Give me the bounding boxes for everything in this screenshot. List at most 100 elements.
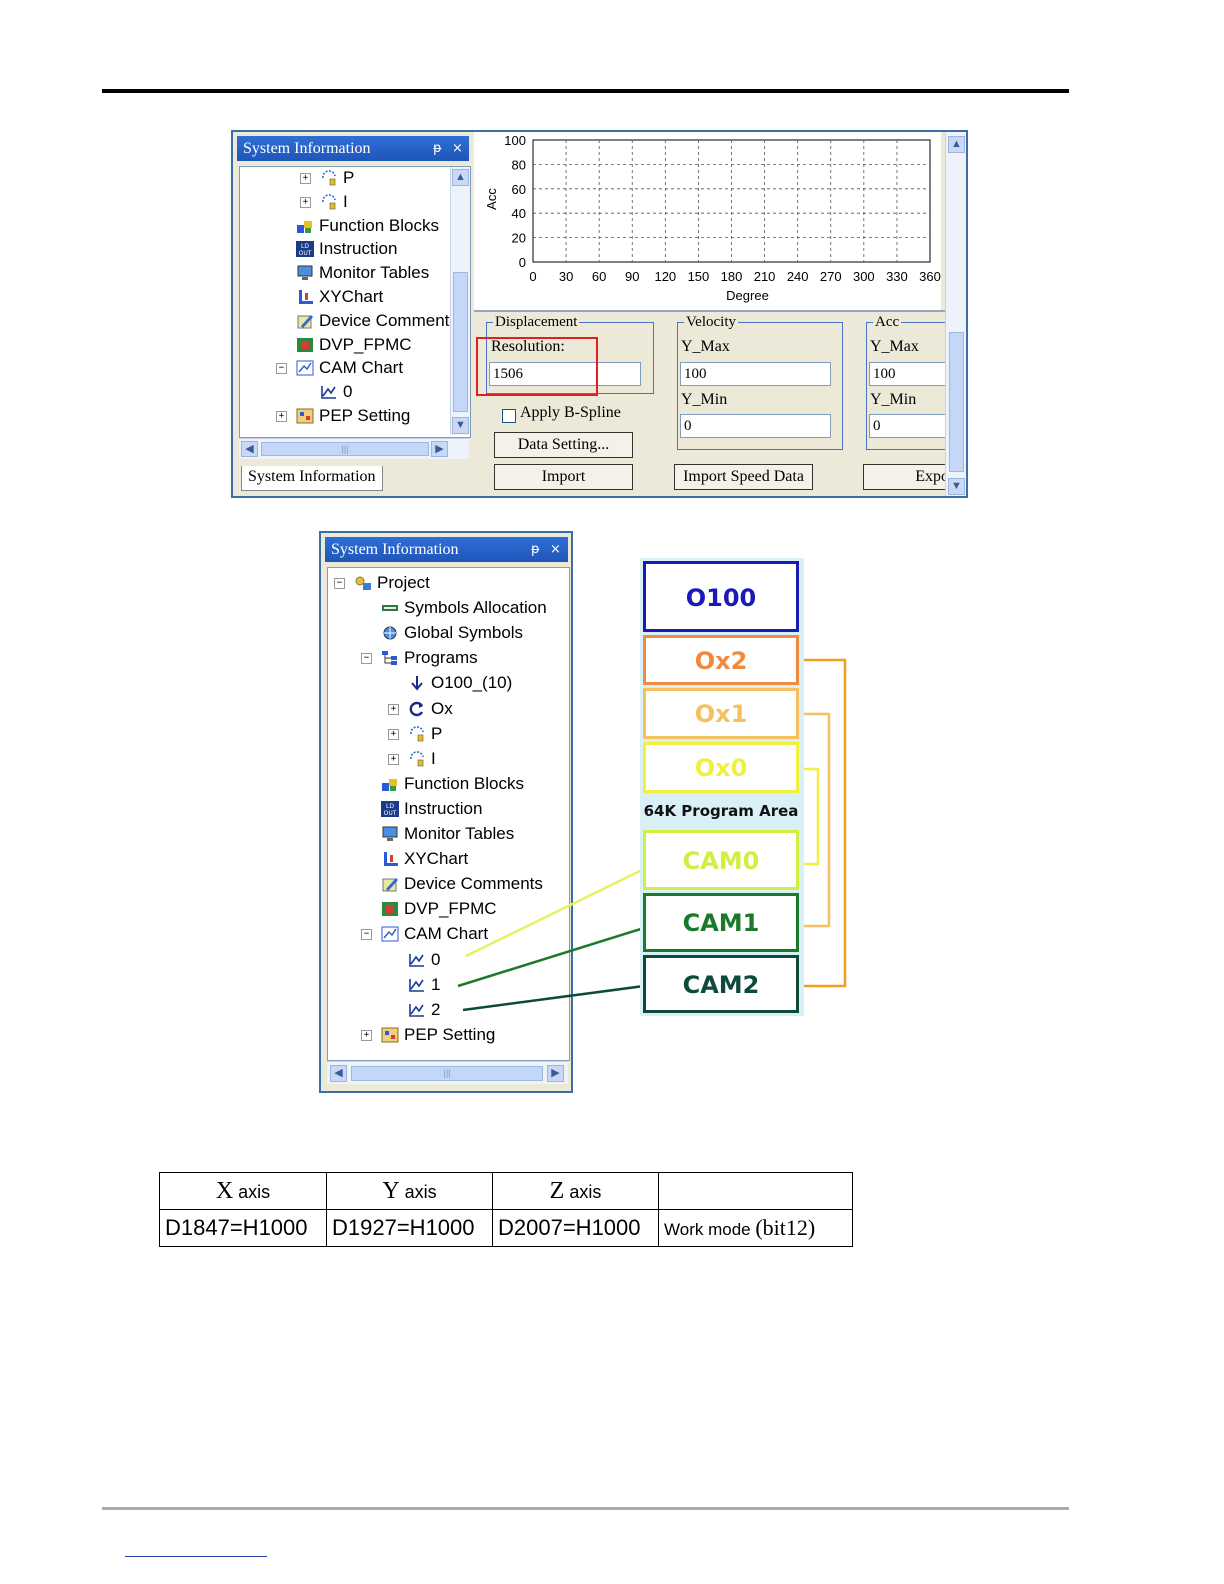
resolution-input[interactable]: 1506 bbox=[489, 362, 641, 386]
editor-scroll-thumb[interactable] bbox=[949, 332, 964, 472]
tree-item[interactable]: Project bbox=[354, 572, 430, 594]
scroll-left-icon[interactable]: ◀ bbox=[241, 441, 258, 457]
function-blocks-icon bbox=[296, 218, 314, 234]
velocity-ymin-input[interactable]: 0 bbox=[680, 414, 831, 438]
close-icon[interactable]: × bbox=[452, 141, 463, 156]
connector-cam1 bbox=[457, 926, 645, 988]
scroll-up-icon[interactable]: ▲ bbox=[452, 169, 469, 186]
tree-item-label: Instruction bbox=[319, 239, 398, 259]
apply-bspline-label: Apply B-Spline bbox=[520, 404, 621, 421]
velocity-ymax-input[interactable]: 100 bbox=[680, 362, 831, 386]
tree-item[interactable]: PEP Setting bbox=[381, 1024, 495, 1046]
scroll-down-icon[interactable]: ▼ bbox=[452, 417, 469, 434]
scroll-thumb[interactable] bbox=[453, 272, 468, 412]
acc-ymin-input[interactable]: 0 bbox=[869, 414, 949, 438]
x-tick-label: 60 bbox=[592, 269, 606, 284]
panel-title: System Information bbox=[331, 541, 459, 558]
tree-item[interactable]: 1 bbox=[408, 974, 440, 996]
tree-item[interactable]: 0 bbox=[320, 381, 352, 403]
expand-toggle[interactable]: + bbox=[388, 728, 399, 740]
cam-settings-pane: Displacement Resolution: 1506 Apply B-Sp… bbox=[474, 310, 958, 496]
tree-item[interactable]: I bbox=[408, 748, 436, 770]
tree-item[interactable]: Ox bbox=[408, 698, 453, 720]
tree-item[interactable]: Function Blocks bbox=[381, 773, 524, 795]
tree-item[interactable]: 0 bbox=[408, 949, 440, 971]
tree-item[interactable]: Monitor Tables bbox=[381, 823, 514, 845]
expand-toggle[interactable]: + bbox=[361, 1029, 372, 1041]
cam-chart-icon bbox=[296, 360, 314, 376]
z-axis-register: D2007=H1000 bbox=[492, 1209, 659, 1247]
pin-icon[interactable]: ᵽ bbox=[531, 542, 540, 557]
expand-toggle[interactable]: + bbox=[388, 753, 399, 765]
apply-bspline-checkbox[interactable] bbox=[502, 409, 516, 423]
tree-item[interactable]: P bbox=[408, 723, 442, 745]
editor-scroll-up-icon[interactable]: ▲ bbox=[948, 136, 965, 153]
tree-item[interactable]: Device Comments bbox=[381, 873, 543, 895]
expand-toggle[interactable]: − bbox=[361, 653, 372, 665]
expand-toggle[interactable]: + bbox=[300, 196, 311, 208]
symbols-allocation-icon bbox=[381, 600, 399, 616]
close-icon[interactable]: × bbox=[550, 542, 561, 557]
table-row: D1847=H1000 D1927=H1000 D2007=H1000 Work… bbox=[159, 1209, 853, 1247]
h-scroll-thumb[interactable]: ||| bbox=[261, 442, 429, 456]
tree-item[interactable]: CAM Chart bbox=[296, 357, 403, 379]
scroll-right-icon[interactable]: ▶ bbox=[431, 441, 448, 457]
tree-item[interactable]: Symbols Allocation bbox=[381, 597, 547, 619]
tree-horizontal-scrollbar[interactable]: ◀ ||| ▶ bbox=[239, 438, 469, 459]
tree-item[interactable]: DVP_FPMC bbox=[296, 334, 412, 356]
y-tick-label: 0 bbox=[519, 255, 526, 270]
tree-item[interactable]: Programs bbox=[381, 647, 478, 669]
tree-item[interactable]: Device Comment bbox=[296, 310, 449, 332]
scroll-right-icon[interactable]: ▶ bbox=[547, 1065, 564, 1082]
tree-item[interactable]: DVP_FPMC bbox=[381, 898, 497, 920]
monitor-tables-icon bbox=[296, 265, 314, 281]
tree-item[interactable]: O100_(10) bbox=[408, 672, 512, 694]
tree-item-label: I bbox=[431, 748, 436, 768]
project-icon bbox=[354, 575, 372, 591]
scroll-left-icon[interactable]: ◀ bbox=[330, 1065, 347, 1082]
import-speed-data-button[interactable]: Import Speed Data bbox=[674, 464, 813, 490]
tree-item[interactable]: Function Blocks bbox=[296, 215, 439, 237]
expand-toggle[interactable]: + bbox=[300, 173, 311, 184]
editor-vertical-scrollbar[interactable]: ▲ ▼ bbox=[945, 132, 966, 496]
h-scroll-thumb[interactable]: ||| bbox=[351, 1066, 543, 1081]
svg-text:LD: LD bbox=[386, 803, 394, 810]
expand-toggle[interactable]: − bbox=[334, 578, 345, 589]
x-tick-label: 120 bbox=[654, 269, 676, 284]
pin-icon[interactable]: ᵽ bbox=[433, 141, 442, 156]
tree-vertical-scrollbar[interactable]: ▲ ▼ bbox=[450, 167, 470, 435]
tree-item[interactable]: I bbox=[320, 191, 348, 213]
tab-system-information[interactable]: System Information bbox=[241, 466, 383, 491]
tree-item-label: 0 bbox=[343, 382, 353, 402]
tree-item[interactable]: XYChart bbox=[381, 848, 468, 870]
p-call-icon bbox=[408, 725, 426, 742]
expand-toggle[interactable]: − bbox=[361, 929, 372, 941]
tree-item[interactable]: PEP Setting bbox=[296, 405, 410, 427]
tree-item[interactable]: P bbox=[320, 167, 354, 189]
footer-link-underline[interactable] bbox=[125, 1556, 267, 1557]
tree-item[interactable]: Monitor Tables bbox=[296, 262, 429, 284]
tree-item-label: PEP Setting bbox=[404, 1024, 496, 1044]
tree-horizontal-scrollbar[interactable]: ◀ ||| ▶ bbox=[327, 1061, 568, 1084]
data-setting-button[interactable]: Data Setting... bbox=[494, 432, 633, 458]
cam-chart-icon bbox=[381, 926, 399, 942]
expand-toggle[interactable]: − bbox=[276, 363, 287, 375]
tree-item[interactable]: Global Symbols bbox=[381, 622, 523, 644]
bracket-ox1-cam1 bbox=[802, 712, 831, 928]
tree-item[interactable]: 2 bbox=[408, 999, 440, 1021]
tree-item-label: PEP Setting bbox=[319, 406, 411, 425]
tree-item[interactable]: CAM Chart bbox=[381, 923, 488, 945]
x-tick-label: 210 bbox=[754, 269, 776, 284]
editor-scroll-down-icon[interactable]: ▼ bbox=[948, 478, 965, 495]
expand-toggle[interactable]: + bbox=[276, 411, 287, 422]
export-button[interactable]: Expo bbox=[863, 464, 953, 490]
expand-toggle[interactable]: + bbox=[388, 703, 399, 715]
import-button[interactable]: Import bbox=[494, 464, 633, 490]
tree-item[interactable]: XYChart bbox=[296, 286, 383, 308]
